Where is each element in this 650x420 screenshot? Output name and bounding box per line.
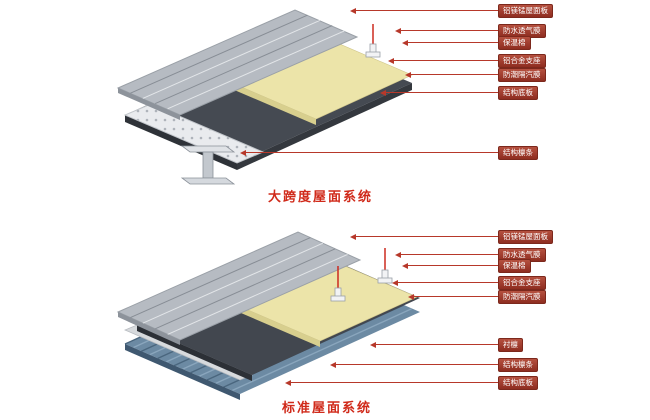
leader-line xyxy=(291,382,498,383)
callout-structural-deck-2: 结构底板 xyxy=(285,375,538,390)
leader-arrow-icon xyxy=(402,39,408,46)
callout-vapor-barrier-2: 防潮隔汽膜 xyxy=(408,289,546,304)
callout-label: 保温棉 xyxy=(498,258,531,273)
large-span-system-title: 大跨度屋面系统 xyxy=(268,189,374,204)
leader-line xyxy=(414,296,498,297)
leader-arrow-icon xyxy=(388,57,394,64)
standard-system-title: 标准屋面系统 xyxy=(282,400,373,415)
panel-seam xyxy=(142,19,321,99)
leader-line xyxy=(356,10,498,11)
leader-line xyxy=(376,344,498,345)
callout-label: 铝镁锰屋面板 xyxy=(498,3,553,18)
callout-purlin: 结构檩条 xyxy=(240,145,538,160)
panel-seam xyxy=(142,242,324,324)
purlin-web xyxy=(202,151,214,179)
support-clip-base xyxy=(365,51,381,58)
leader-line xyxy=(336,364,498,365)
panel-seam xyxy=(130,14,308,94)
leader-arrow-icon xyxy=(395,27,401,34)
leader-line xyxy=(246,152,498,153)
leader-arrow-icon xyxy=(350,233,356,240)
leader-line xyxy=(356,236,498,237)
leader-arrow-icon xyxy=(285,379,291,386)
leader-line xyxy=(394,60,498,61)
leader-arrow-icon xyxy=(402,262,408,269)
callout-label: 结构檩条 xyxy=(498,357,538,372)
callout-structural-deck: 结构底板 xyxy=(380,85,538,100)
corrugated-front-edge xyxy=(125,344,240,400)
callout-liner: 衬檩 xyxy=(370,337,523,352)
leader-line xyxy=(411,74,498,75)
leader-arrow-icon xyxy=(408,293,414,300)
panel-front-edge-2 xyxy=(118,312,180,345)
slab-right-edge xyxy=(237,83,412,170)
leader-arrow-icon xyxy=(395,251,401,258)
leader-arrow-icon xyxy=(240,149,246,156)
callout-insulation: 保温棉 xyxy=(402,35,531,50)
leader-line xyxy=(408,42,498,43)
callout-label: 衬檩 xyxy=(498,337,523,352)
callout-waterproof-membrane: 防水透气膜 xyxy=(395,23,546,38)
callout-label: 结构檩条 xyxy=(498,145,538,160)
leader-arrow-icon xyxy=(330,361,336,368)
callout-label: 铝合金支座 xyxy=(498,275,546,290)
callout-label: 防潮隔汽膜 xyxy=(498,289,546,304)
callout-label: 结构底板 xyxy=(498,375,538,390)
leader-line xyxy=(386,92,498,93)
callout-roof-panel-2: 铝镁锰屋面板 xyxy=(350,229,553,244)
callout-label: 保温棉 xyxy=(498,35,531,50)
callout-label: 防潮隔汽膜 xyxy=(498,67,546,82)
callout-purlin-2: 结构檩条 xyxy=(330,357,538,372)
leader-arrow-icon xyxy=(350,7,356,14)
callout-roof-panel: 铝镁锰屋面板 xyxy=(350,3,553,18)
leader-arrow-icon xyxy=(380,89,386,96)
callout-insulation-2: 保温棉 xyxy=(402,258,531,273)
panel-front-edge xyxy=(118,88,180,120)
callout-label: 铝合金支座 xyxy=(498,53,546,68)
standard-roof-assembly xyxy=(116,231,420,400)
panel-seam xyxy=(167,253,348,335)
leader-arrow-icon xyxy=(405,71,411,78)
panel-seam xyxy=(154,25,333,105)
support-clip-base xyxy=(377,277,393,284)
callout-label: 结构底板 xyxy=(498,85,538,100)
panel-seam xyxy=(130,237,311,319)
callout-label: 铝镁锰屋面板 xyxy=(498,229,553,244)
large-span-roof-assembly xyxy=(116,9,413,185)
purlin-top-flange xyxy=(180,145,236,153)
leader-line xyxy=(401,30,498,31)
support-clip-base xyxy=(330,295,346,302)
panel-seam xyxy=(154,248,336,330)
callout-support-2: 铝合金支座 xyxy=(392,275,546,290)
callout-waterproof-membrane-2: 防水透气膜 xyxy=(395,247,546,262)
leader-line xyxy=(398,282,498,283)
leader-line xyxy=(408,265,498,266)
leader-arrow-icon xyxy=(392,279,398,286)
panel-seam xyxy=(167,30,345,110)
purlin-bottom-flange xyxy=(180,177,236,185)
roof-panel-layer-2 xyxy=(116,231,362,341)
leader-arrow-icon xyxy=(370,341,376,348)
callout-vapor-barrier: 防潮隔汽膜 xyxy=(405,67,546,82)
callout-support: 铝合金支座 xyxy=(388,53,546,68)
leader-line xyxy=(401,254,498,255)
slab-front-edge-2 xyxy=(137,325,252,381)
